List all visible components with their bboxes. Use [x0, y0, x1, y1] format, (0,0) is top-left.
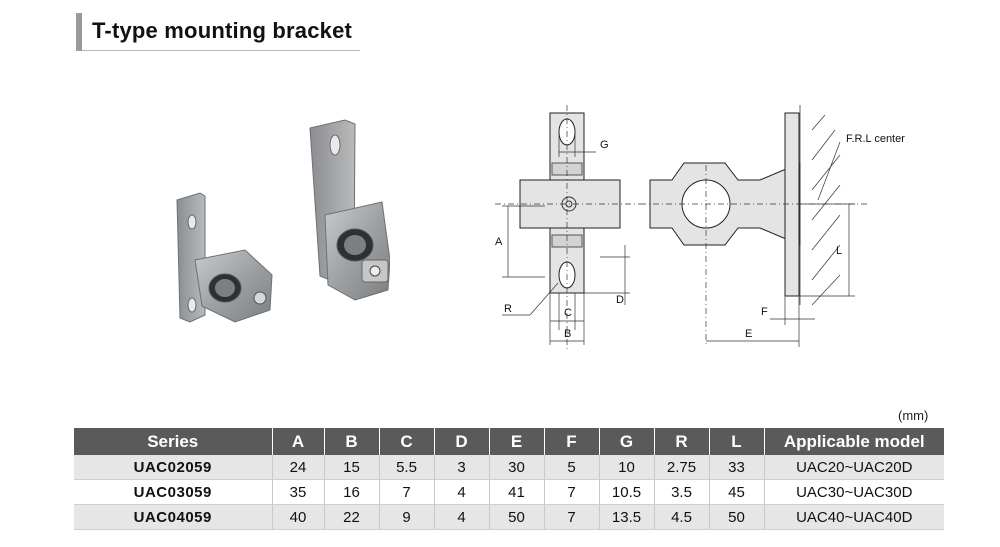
header-d: D	[434, 428, 490, 455]
cell-e: 30	[489, 455, 545, 480]
cell-c: 9	[379, 504, 435, 530]
side-view-drawing: F.R.L center L F E	[640, 105, 905, 347]
cell-d: 4	[434, 479, 490, 505]
header-e: E	[489, 428, 545, 455]
small-bracket-image	[176, 192, 273, 323]
header-c: C	[379, 428, 435, 455]
side-view-plate	[784, 112, 800, 297]
cell-f: 7	[544, 504, 600, 530]
front-view-drawing: G A D C B R	[495, 105, 640, 350]
cell-g: 10	[599, 455, 655, 480]
table-header-row: Series A B C D E F G R L Applicable mode…	[74, 428, 944, 455]
cell-a: 24	[272, 455, 325, 480]
cell-b: 22	[324, 504, 380, 530]
title-accent-bar	[76, 13, 82, 51]
page-title: T-type mounting bracket	[92, 18, 353, 43]
cell-l: 45	[709, 479, 765, 505]
dim-label-e: E	[745, 328, 752, 340]
dim-label-r: R	[504, 303, 512, 315]
header-g: G	[599, 428, 655, 455]
header-a: A	[272, 428, 325, 455]
cell-r: 4.5	[654, 504, 710, 530]
header-r: R	[654, 428, 710, 455]
frl-center-label: F.R.L center	[846, 133, 905, 145]
cell-c: 7	[379, 479, 435, 505]
dim-label-b: B	[564, 328, 571, 340]
cell-series: UAC03059	[74, 479, 273, 505]
large-bracket-image	[309, 119, 390, 301]
cell-applicable-model: UAC40~UAC40D	[764, 504, 944, 530]
cell-e: 50	[489, 504, 545, 530]
cell-applicable-model: UAC30~UAC30D	[764, 479, 944, 505]
header-applicable-model: Applicable model	[764, 428, 944, 455]
header-f: F	[544, 428, 600, 455]
table-row: UAC02059 24 15 5.5 3 30 5 10 2.75 33 UAC…	[74, 455, 944, 480]
cell-a: 40	[272, 504, 325, 530]
cell-d: 4	[434, 504, 490, 530]
cell-f: 5	[544, 455, 600, 480]
table-row: UAC04059 40 22 9 4 50 7 13.5 4.5 50 UAC4…	[74, 504, 944, 530]
cell-r: 2.75	[654, 455, 710, 480]
cell-d: 3	[434, 455, 490, 480]
cell-l: 50	[709, 504, 765, 530]
cell-l: 33	[709, 455, 765, 480]
spec-table: Series A B C D E F G R L Applicable mode…	[74, 428, 944, 530]
cell-a: 35	[272, 479, 325, 505]
table-row: UAC03059 35 16 7 4 41 7 10.5 3.5 45 UAC3…	[74, 479, 944, 505]
cell-g: 10.5	[599, 479, 655, 505]
cell-b: 16	[324, 479, 380, 505]
cell-c: 5.5	[379, 455, 435, 480]
dim-label-c: C	[564, 307, 572, 319]
title-underline	[82, 50, 360, 51]
cell-applicable-model: UAC20~UAC20D	[764, 455, 944, 480]
unit-label: (mm)	[898, 408, 929, 423]
cell-b: 15	[324, 455, 380, 480]
bracket-photo	[176, 119, 390, 323]
cell-r: 3.5	[654, 479, 710, 505]
dim-label-l: L	[836, 245, 842, 257]
dim-label-a: A	[495, 236, 503, 248]
header-b: B	[324, 428, 380, 455]
header-series: Series	[74, 428, 273, 455]
cell-g: 13.5	[599, 504, 655, 530]
header-l: L	[709, 428, 765, 455]
cell-series: UAC02059	[74, 455, 273, 480]
cell-f: 7	[544, 479, 600, 505]
cell-series: UAC04059	[74, 504, 273, 530]
cell-e: 41	[489, 479, 545, 505]
dim-label-f: F	[761, 306, 768, 318]
dim-label-d: D	[616, 294, 624, 306]
dim-label-g: G	[600, 139, 609, 151]
